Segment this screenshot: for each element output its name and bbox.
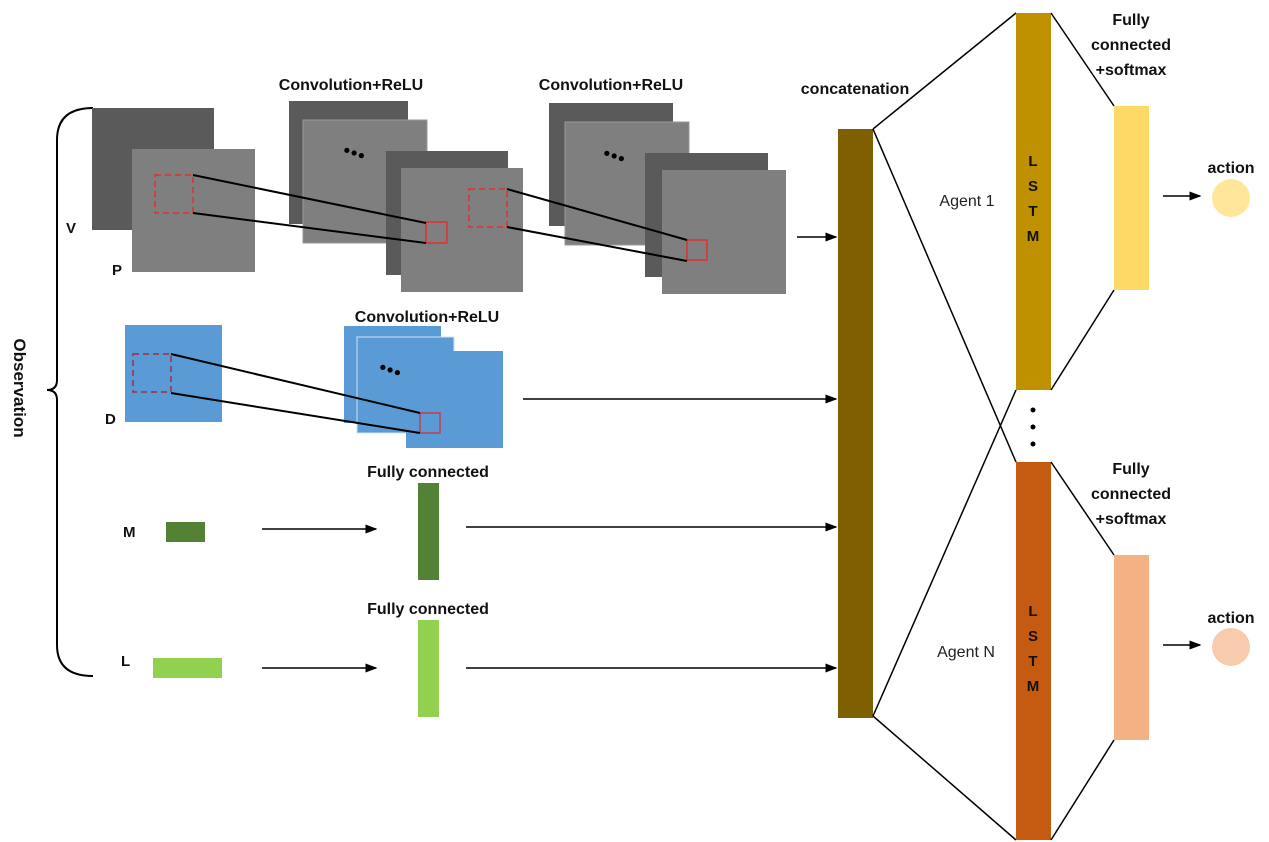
agent-n-lstm-letter: M [1027,678,1040,695]
receptive-field-conv1 [468,188,508,228]
connector-line [872,389,1017,717]
concat-label: concatenation [801,81,909,98]
agent-1-lstm [1016,13,1051,390]
fc-l-label: Fully connected [367,601,489,618]
connector-line [872,12,1017,130]
agent-n-lstm-letter: L [1028,603,1037,620]
connector-line [1050,461,1115,556]
agent-1-lstm-letter: S [1028,178,1038,195]
input-d-label: D [105,411,116,428]
conv-d-label: Convolution+ReLU [355,309,499,326]
agent-1-fc-label: Fully [1112,12,1149,29]
agent-n-lstm-letter: T [1028,653,1037,670]
agent-1-fc-layer [1114,106,1149,290]
agent-n-fc-label: connected [1091,486,1171,503]
conv1-label: Convolution+ReLU [279,77,423,94]
observation-brace [46,107,94,677]
projection-line [506,188,688,241]
conv2-label: Convolution+ReLU [539,77,683,94]
conv-d-unit [419,412,441,434]
agent-n-label: Agent N [937,644,995,661]
connector-line [1050,12,1115,107]
observation-label: Observation [10,338,29,437]
connector-line [1050,739,1115,841]
agent-n-fc-layer [1114,555,1149,740]
concat-layer [838,129,873,718]
agent-n-action-node [1212,628,1250,666]
conv2-unit [686,239,708,261]
agent-1-fc-label: +softmax [1096,62,1167,79]
agent-1-fc-label: connected [1091,37,1171,54]
agent-n-lstm [1016,462,1051,840]
fc-m-label: Fully connected [367,464,489,481]
fc-l-layer [418,620,439,717]
agents-ellipsis-dot [1030,407,1036,413]
conv-d-map-front [406,351,503,448]
conv1-unit [425,221,448,244]
fc-m-layer [418,483,439,580]
input-m-vector [166,522,205,542]
agent-n-lstm-letter: S [1028,628,1038,645]
input-p-label: P [112,262,122,279]
input-v-label: V [66,220,76,237]
projection-line [170,353,421,414]
agents-ellipsis-dot [1030,441,1036,447]
agents-ellipsis-dot [1030,424,1036,430]
agent-n-action-label: action [1207,610,1254,627]
receptive-field-p [154,174,194,214]
agent-n-fc-label: Fully [1112,461,1149,478]
conv1-map-front [401,168,523,292]
connector-line [872,128,1017,463]
receptive-field-d [132,353,172,393]
agent-1-action-node [1212,179,1250,217]
conv2-map-front [662,170,786,294]
agent-1-lstm-letter: T [1028,203,1037,220]
projection-line [192,174,427,224]
input-d-map [125,325,222,422]
connector-line [872,715,1017,841]
connector-line [1050,289,1115,391]
input-m-label: M [123,524,136,541]
projection-line [192,212,427,244]
projection-line [170,392,421,434]
agent-1-lstm-letter: L [1028,153,1037,170]
agent-1-action-label: action [1207,160,1254,177]
input-l-label: L [121,653,130,670]
projection-line [506,226,688,262]
agent-1-label: Agent 1 [939,193,994,210]
input-l-vector [153,658,222,678]
agent-1-lstm-letter: M [1027,228,1040,245]
agent-n-fc-label: +softmax [1096,511,1167,528]
